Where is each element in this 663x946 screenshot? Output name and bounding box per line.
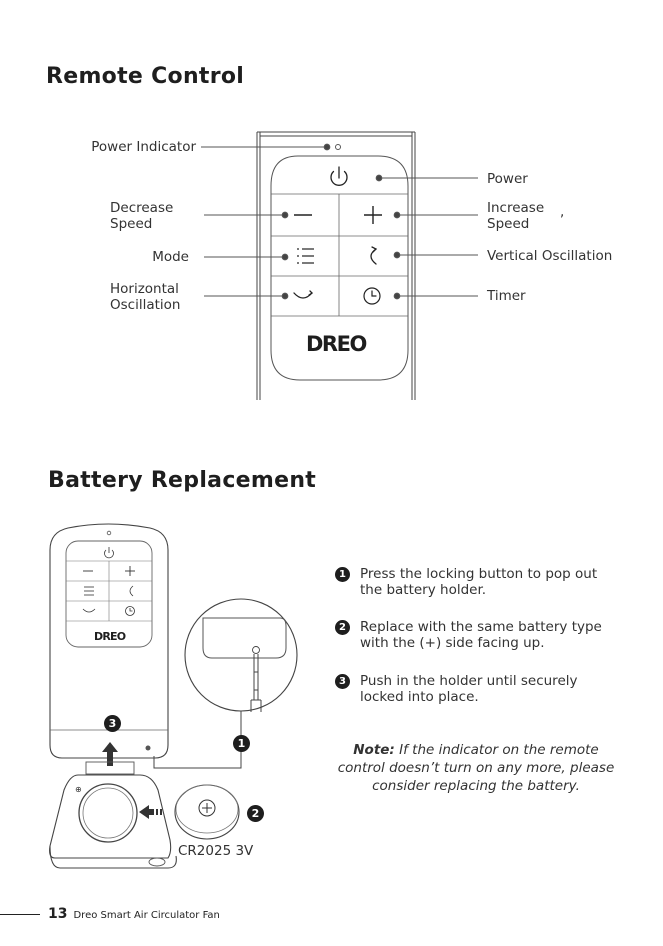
step-2-text: Replace with the same battery type with … <box>360 619 602 651</box>
page-footer: 13 Dreo Smart Air Circulator Fan <box>48 906 220 922</box>
label-power: Power <box>487 171 528 187</box>
step-1-badge: 1 <box>335 567 350 582</box>
footer-product-name: Dreo Smart Air Circulator Fan <box>73 910 220 921</box>
small-remote-brand-logo: DREO <box>94 630 126 643</box>
battery-holder-tray <box>49 774 172 859</box>
diagram-badge-1: 1 <box>233 735 250 752</box>
small-mode-icon <box>84 586 94 596</box>
small-timer-icon <box>125 606 135 616</box>
diagram-badge-2: 2 <box>247 805 264 822</box>
power-icon <box>330 166 348 186</box>
note-block: Note: If the indicator on the remote con… <box>331 741 621 795</box>
small-plus-icon <box>125 566 135 576</box>
small-vertical-osc-icon <box>129 585 134 597</box>
note-label: Note: <box>353 742 395 758</box>
leader-lines <box>201 143 478 300</box>
step-3-text: Push in the holder until securely locked… <box>360 673 578 705</box>
label-mode: Mode <box>152 249 189 265</box>
power-indicator-light <box>335 144 341 150</box>
diagram-badge-3: 3 <box>104 715 121 732</box>
label-increase-comma: , <box>560 204 565 220</box>
plus-symbol-icon <box>198 799 216 817</box>
remote-brand-logo: DREO <box>306 332 367 356</box>
small-power-icon <box>104 547 114 559</box>
mode-list-icon <box>297 248 314 264</box>
insert-arrow <box>102 742 118 766</box>
small-horizontal-osc-icon <box>82 608 96 613</box>
svg-text:⊕: ⊕ <box>75 785 82 794</box>
remote-control-title: Remote Control <box>46 64 245 89</box>
label-power-indicator: Power Indicator <box>91 139 196 155</box>
battery-replacement-title: Battery Replacement <box>48 468 317 493</box>
plus-icon <box>364 206 382 224</box>
horizontal-oscillation-icon <box>293 290 314 299</box>
label-decrease-speed-line1: Decrease <box>110 200 174 216</box>
label-increase-speed-line1: Increase <box>487 200 545 216</box>
label-vertical-oscillation: Vertical Oscillation <box>487 248 613 264</box>
label-decrease-speed-line2: Speed <box>110 216 153 232</box>
button-panel <box>270 155 409 381</box>
label-increase-speed-line2: Speed <box>487 216 530 232</box>
step-3-badge: 3 <box>335 674 350 689</box>
battery-insert-arrow <box>139 805 162 819</box>
page-number: 13 <box>48 906 68 922</box>
vertical-oscillation-icon <box>370 246 378 265</box>
battery-type-label: CR2025 3V <box>178 843 254 859</box>
label-horizontal-osc-line2: Oscillation <box>110 297 181 313</box>
note-text: If the indicator on the remote control d… <box>337 742 615 794</box>
remote-body <box>256 131 416 400</box>
label-timer: Timer <box>487 288 526 304</box>
label-horizontal-osc-line1: Horizontal <box>110 281 179 297</box>
footer-rule <box>0 914 40 915</box>
holder-battery-slot <box>78 783 138 843</box>
step-2-badge: 2 <box>335 620 350 635</box>
timer-icon <box>363 287 381 305</box>
small-remote-body <box>49 523 169 759</box>
step-1-text: Press the locking button to pop out the … <box>360 566 598 598</box>
pin-tool <box>250 654 262 712</box>
detail-magnifier <box>184 598 298 712</box>
